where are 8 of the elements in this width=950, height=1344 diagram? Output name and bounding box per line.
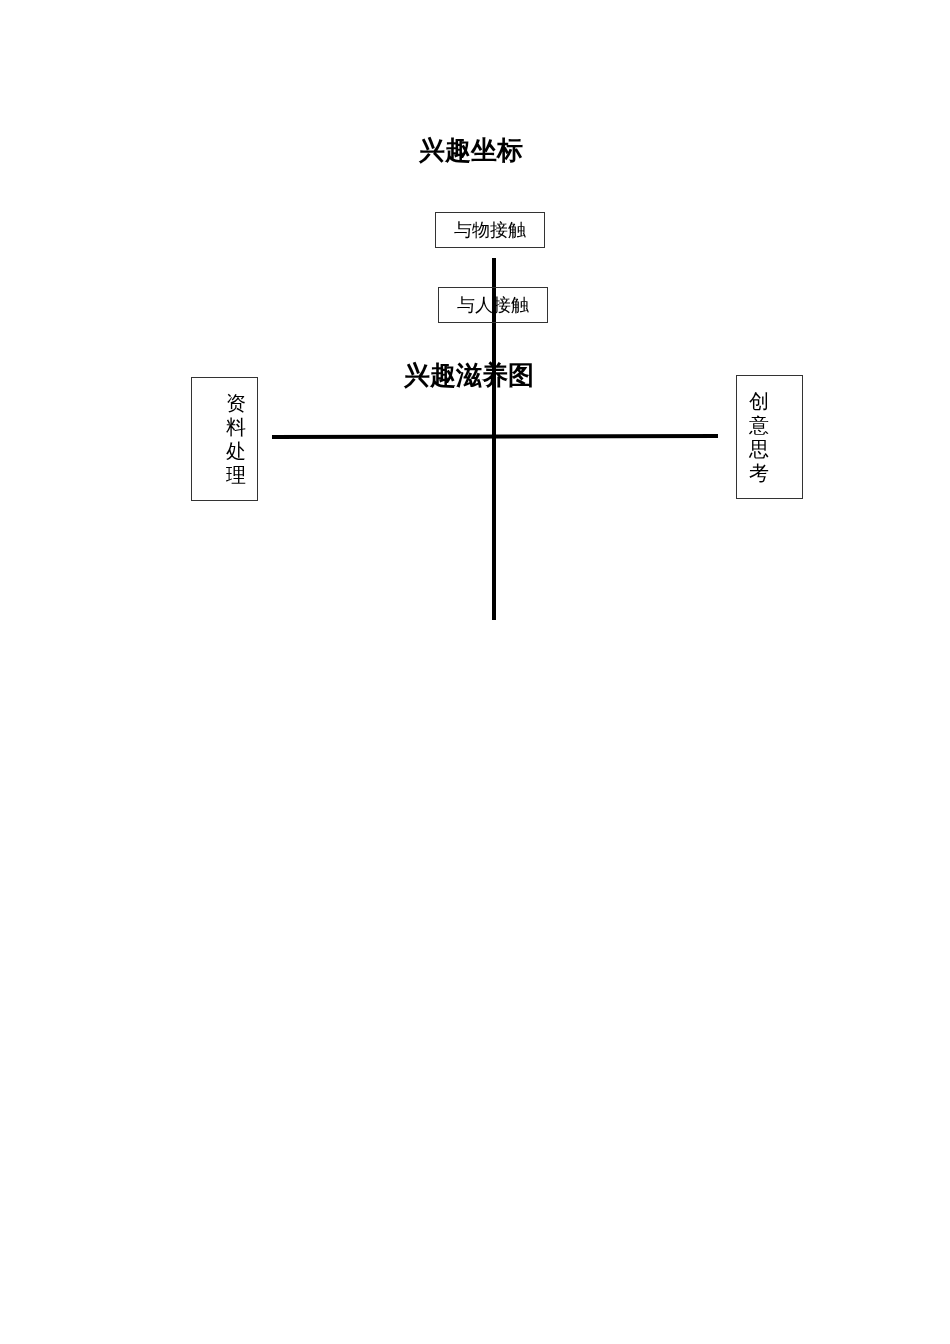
label-box — [191, 377, 258, 501]
label-box — [736, 375, 803, 499]
box-label: 资料处理 — [225, 391, 246, 487]
title: 兴趣坐标 — [419, 134, 523, 167]
box-label: 创意思考 — [748, 389, 769, 485]
box-label: 与物接触 — [454, 218, 526, 242]
label-box — [438, 287, 548, 323]
label-box — [435, 212, 545, 248]
